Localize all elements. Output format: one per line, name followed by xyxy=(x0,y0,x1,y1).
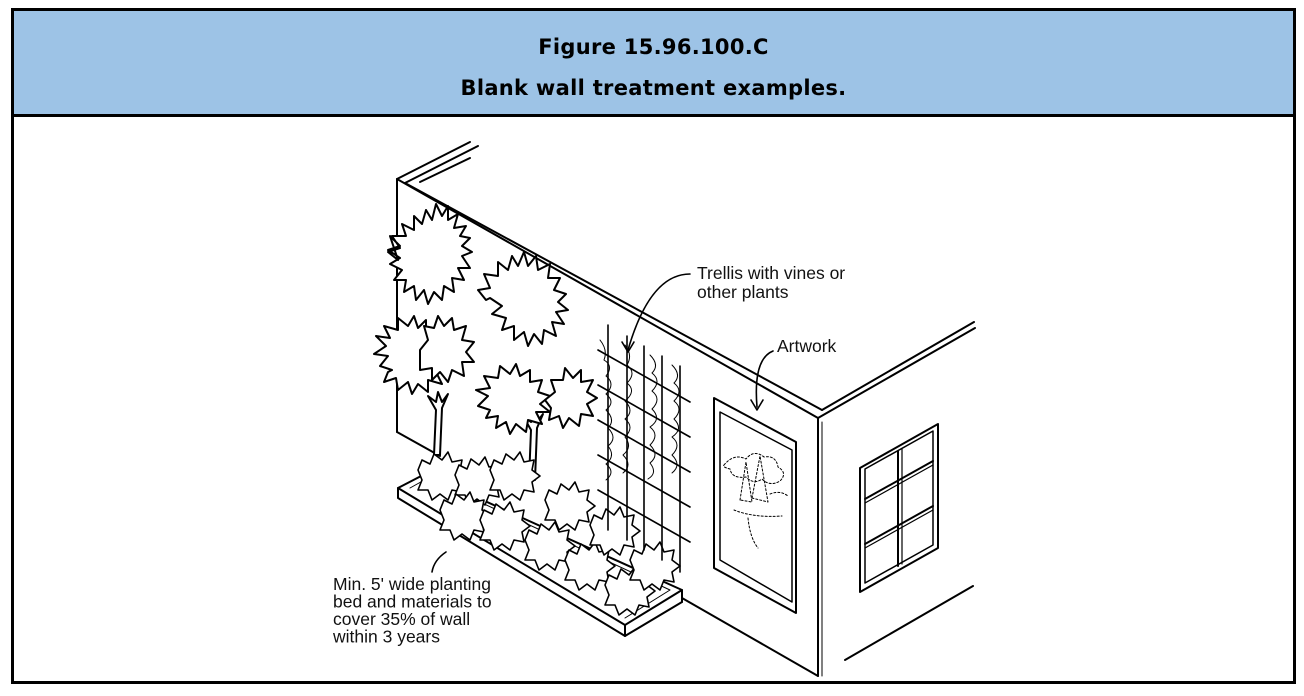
figure-number: Figure 15.96.100.C xyxy=(538,35,769,59)
figure-header: Figure 15.96.100.C Blank wall treatment … xyxy=(14,11,1293,117)
building-wall-right xyxy=(817,321,976,677)
trellis xyxy=(597,324,691,573)
shrubs xyxy=(417,451,681,616)
tree-right xyxy=(475,251,598,481)
planting-bed-leader xyxy=(431,551,447,573)
building-wall-left xyxy=(396,141,823,677)
artwork xyxy=(713,397,797,614)
leader-lines xyxy=(431,273,774,573)
trellis-leader xyxy=(627,273,691,351)
window xyxy=(859,423,939,593)
artwork-label: Artwork xyxy=(777,336,837,356)
tree-left xyxy=(373,203,475,456)
artwork-arrowhead xyxy=(750,399,764,411)
artwork-leader xyxy=(755,350,774,408)
figure-caption: Blank wall treatment examples. xyxy=(460,76,847,100)
trellis-arrowhead xyxy=(621,341,635,353)
